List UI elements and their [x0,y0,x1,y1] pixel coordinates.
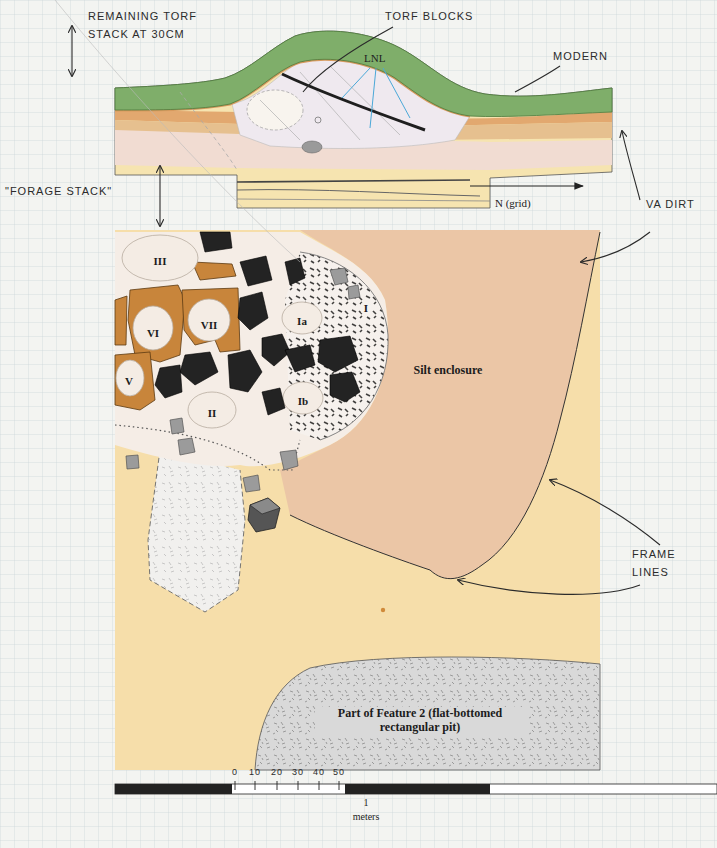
unit-number: VI [144,327,162,340]
unit-number: Ia [294,315,310,328]
lnl-lines [342,68,410,128]
scale-number: 40 [313,765,325,779]
unit-number: Ia [293,311,311,326]
handwritten-note: REMAINING TORF STACK AT 30CM [88,8,228,43]
scale-unit: meters [353,809,380,825]
feature-label: Part of Feature 2 (flat-bottomed rectang… [315,707,526,735]
scale-number: 10 [249,765,261,779]
scale-unit: 1 [364,795,369,811]
north-label: N (grid) [495,195,531,213]
layer-label: LNL [364,50,385,68]
section-drawing [115,31,612,208]
handwritten-note: VA DIRT [646,196,704,214]
unit-number: VI [143,323,164,338]
plan-drawing [115,230,600,770]
area-label: Silt enclosure [410,360,487,376]
scale-number: 30 [292,765,304,779]
unit-number: V [121,371,137,386]
unit-number: I [361,302,371,315]
unit-number: III [150,251,171,266]
handwritten-note: TORF BLOCKS [385,8,473,26]
unit-number: VII [197,315,222,330]
handwritten-note: "FORAGE STACK" [5,183,112,201]
area-label: Silt enclosure [411,364,486,378]
scale-bar [115,781,717,794]
scale-number: 50 [333,765,345,779]
feature-label: Part of Feature 2 (flat-bottomed rectang… [314,707,527,737]
scale-number: 0 [232,765,238,779]
handwritten-note: FRAME LINES [632,546,710,581]
unit-number: VII [198,319,221,332]
unit-number: II [204,403,221,418]
unit-number: I IaIb [270,262,395,427]
unit-number: V [122,375,136,388]
leader-lines [55,0,660,594]
unit-number: Ib [295,395,311,408]
unit-number: II [205,407,220,420]
unit-number: III [151,255,170,268]
scale-number: 20 [271,765,283,779]
handwritten-note: MODERN [553,48,608,66]
unit-number: Ib [294,391,313,406]
